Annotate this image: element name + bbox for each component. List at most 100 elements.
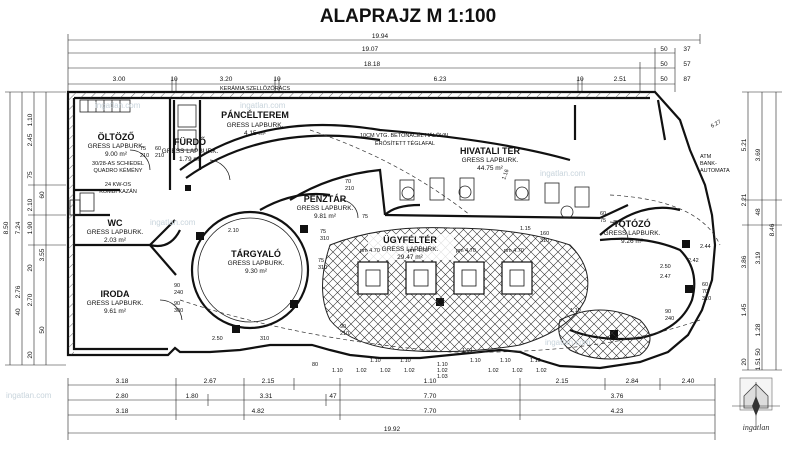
room-targyalo: TÁRGYALÓ GRESS LAPBURK. 9.30 m² xyxy=(228,248,285,275)
inner-dim: pm 4.70 xyxy=(408,248,428,254)
room-name: FÜRDŐ xyxy=(174,136,206,147)
dim-right: 3.19 xyxy=(755,251,762,264)
room-floor: GRESS LAPBURK. xyxy=(462,157,519,164)
dim-right: 1.28 xyxy=(755,323,762,336)
room-area: 2.03 m² xyxy=(104,237,127,244)
inner-dim: 1.10 xyxy=(437,362,448,368)
dim-bottom-r2: 7.70 xyxy=(424,393,437,400)
dim-bottom-r2: 1.80 xyxy=(186,393,199,400)
inner-dim: 310 xyxy=(260,336,269,342)
room-area: 9.26 m² xyxy=(621,238,644,245)
dim-bottom-r3: 4.82 xyxy=(252,408,265,415)
room-name: WC xyxy=(108,218,123,228)
dim-bottom-r2: 47 xyxy=(329,393,337,400)
room-floor: GRESS LAPBURK. xyxy=(227,122,284,129)
dim-right: 2.21 xyxy=(741,193,748,206)
inner-dim: 2.44 xyxy=(700,244,711,250)
room-name: ÖLTÖZŐ xyxy=(98,131,135,142)
dim-bottom-r1: 2.40 xyxy=(682,378,695,385)
inner-dim: 1.10 xyxy=(570,308,581,314)
room-ugyfelter: ÜGYFÉLTÉR GRESS LAPBURK. 29.47 m² xyxy=(368,234,454,261)
inner-dim: 1.10 xyxy=(400,358,411,364)
inner-dim: 1.16 xyxy=(501,169,510,181)
room-area: 4.15 m² xyxy=(244,130,267,137)
wall-note: ERŐSÍTETT TÉGLAFAL xyxy=(375,140,435,147)
dim-left: 50 xyxy=(39,326,46,334)
inner-dim: 240 xyxy=(174,290,183,296)
boiler-note: 24 KW-OS xyxy=(105,182,132,188)
room-name: PÉNZTÁR xyxy=(304,194,347,204)
dim-top-right: 57 xyxy=(683,61,691,68)
room-area: 29.47 m² xyxy=(397,254,423,261)
dim-left: 7.24 xyxy=(15,221,22,234)
inner-dim: 90 xyxy=(174,283,180,289)
room-floor: GRESS LAPBURK. xyxy=(297,205,354,212)
watermark: ingatlan.com xyxy=(150,218,196,227)
atm-note: BANK- xyxy=(700,161,717,167)
dim-left: 3.55 xyxy=(39,248,46,261)
room-floor: GRESS LAPBURK. xyxy=(604,230,661,237)
inner-dim: 0.02 xyxy=(606,336,617,342)
dim-bottom-r1: 1.10 xyxy=(424,378,437,385)
inner-dim: 1.02 xyxy=(536,368,547,374)
inner-dim: 60 xyxy=(600,211,606,217)
watermark: ingatlan.com xyxy=(240,101,286,110)
room-penztar: PÉNZTÁR GRESS LAPBURK. 9.81 m² xyxy=(297,194,354,220)
dim-left: 1.90 xyxy=(27,221,34,234)
dim-right: 1.45 xyxy=(741,303,748,316)
dim-top-seg: 50 xyxy=(660,76,668,83)
dim-right: 5.21 xyxy=(741,138,748,151)
dim-top-1: 19.94 xyxy=(372,33,389,40)
room-name: TÁRGYALÓ xyxy=(231,248,281,259)
dim-left: 1.10 xyxy=(27,113,34,126)
dim-top-seg: 10 xyxy=(273,76,281,83)
dim-bottom-r1: 2.84 xyxy=(626,378,639,385)
dim-right: 1.51 xyxy=(755,357,762,370)
chimney-note: QUADRO KÉMÉNY xyxy=(94,167,143,174)
inner-dim: 80 xyxy=(312,362,318,368)
dim-top-seg: 3.20 xyxy=(220,76,233,83)
room-name: HIVATALI TÉR xyxy=(460,146,520,156)
room-name: TOTÓZÓ xyxy=(613,218,650,229)
dim-bottom-r2: 3.76 xyxy=(611,393,624,400)
dim-left: 8.50 xyxy=(3,221,10,234)
dim-top-3: 18.18 xyxy=(364,61,381,68)
inner-dim: 1.02 xyxy=(404,368,415,374)
dim-left: 2.70 xyxy=(27,293,34,306)
room-wc: WC GRESS LAPBURK. 2.03 m² xyxy=(87,218,144,244)
room-area: 9.30 m² xyxy=(245,268,268,275)
inner-dim: 210 xyxy=(345,186,354,192)
dim-left: 2.45 xyxy=(27,133,34,146)
ventilation-note: KERÁMIA SZELLŐZŐRÁCS xyxy=(220,85,290,92)
inner-dim: 2.47 xyxy=(660,274,671,280)
room-name: ÜGYFÉLTÉR xyxy=(383,235,437,245)
inner-dim: 1.02 xyxy=(437,368,448,374)
inner-dim: 75 xyxy=(320,229,326,235)
customer-desks xyxy=(357,261,533,295)
room-floor: GRESS LAPBURK. xyxy=(228,260,285,267)
inner-dim: 2.50 xyxy=(660,264,671,270)
dim-left: 40 xyxy=(15,308,22,316)
dim-right: 20 xyxy=(741,358,748,366)
inner-dim: 210 xyxy=(340,331,349,337)
inner-dim: 1.15 xyxy=(520,226,531,232)
dim-right: 3.86 xyxy=(741,255,748,268)
plan-title: ALAPRAJZ M 1:100 xyxy=(320,6,496,27)
dim-bottom-r3: 4.23 xyxy=(611,408,624,415)
inner-dim: 1.10 xyxy=(500,358,511,364)
room-area: 1.79 m² xyxy=(179,156,202,163)
dim-bottom-r3: 3.18 xyxy=(116,408,129,415)
inner-dim: 300 xyxy=(174,308,183,314)
room-floor: GRESS LAPBURK. xyxy=(382,246,439,253)
top-wall-hatch xyxy=(74,92,650,98)
inner-dim: 210 xyxy=(155,153,164,159)
inner-dim: 160 xyxy=(540,231,549,237)
watermark: ingatlan.com xyxy=(545,338,591,347)
inner-dim: pm 4.70 xyxy=(504,248,524,254)
inner-dim: 90 xyxy=(340,324,346,330)
inner-dim: 2.50 xyxy=(212,336,223,342)
inner-dim: 70 xyxy=(345,179,351,185)
dim-left: 60 xyxy=(39,191,46,199)
dim-bottom-r3: 7.70 xyxy=(424,408,437,415)
